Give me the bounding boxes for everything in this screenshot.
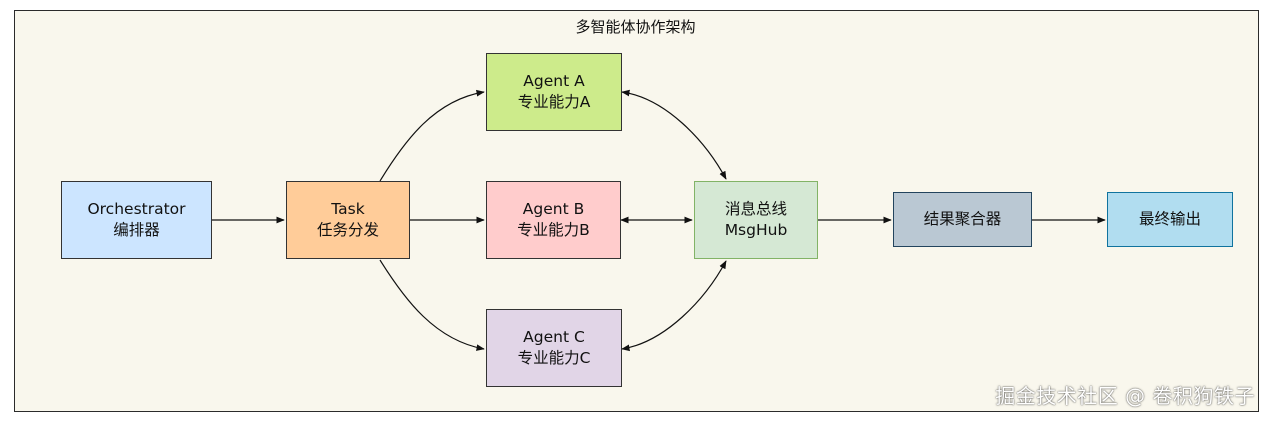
- edge-agent-a-msghub: [621, 89, 727, 180]
- orchestrator-node: Orchestrator 编排器: [61, 181, 212, 259]
- orchestrator-label: Orchestrator: [87, 200, 186, 218]
- agent-b-node: Agent B 专业能力B: [486, 181, 621, 259]
- aggregator-node: 结果聚合器: [893, 192, 1032, 247]
- msghub-label: 消息总线: [724, 200, 787, 218]
- diagram-title: 多智能体协作架构: [575, 18, 696, 36]
- task-sublabel: 任务分发: [316, 221, 379, 239]
- agent-a-sublabel: 专业能力A: [517, 93, 591, 111]
- msghub-sublabel: MsgHub: [724, 221, 788, 239]
- orchestrator-sublabel: 编排器: [113, 221, 160, 239]
- agent-c-sublabel: 专业能力C: [517, 349, 591, 367]
- edge-task-agent-a: [379, 89, 485, 182]
- aggregator-label: 结果聚合器: [923, 210, 1002, 228]
- agent-a-label: Agent A: [523, 72, 585, 90]
- edge-task-agent-c: [379, 259, 485, 351]
- output-node: 最终输出: [1107, 192, 1233, 247]
- task-node: Task 任务分发: [286, 181, 410, 259]
- msghub-node: 消息总线 MsgHub: [694, 181, 818, 259]
- agent-c-node: Agent C 专业能力C: [486, 309, 622, 387]
- edge-agent-c-msghub: [621, 260, 727, 352]
- watermark: 掘金技术社区 @ 卷积狗铁子: [995, 384, 1255, 408]
- agent-b-sublabel: 专业能力B: [517, 221, 590, 239]
- agent-b-label: Agent B: [522, 200, 585, 218]
- output-label: 最终输出: [1138, 210, 1201, 228]
- agent-a-node: Agent A 专业能力A: [486, 53, 622, 131]
- agent-c-label: Agent C: [523, 328, 585, 346]
- task-label: Task: [331, 200, 365, 218]
